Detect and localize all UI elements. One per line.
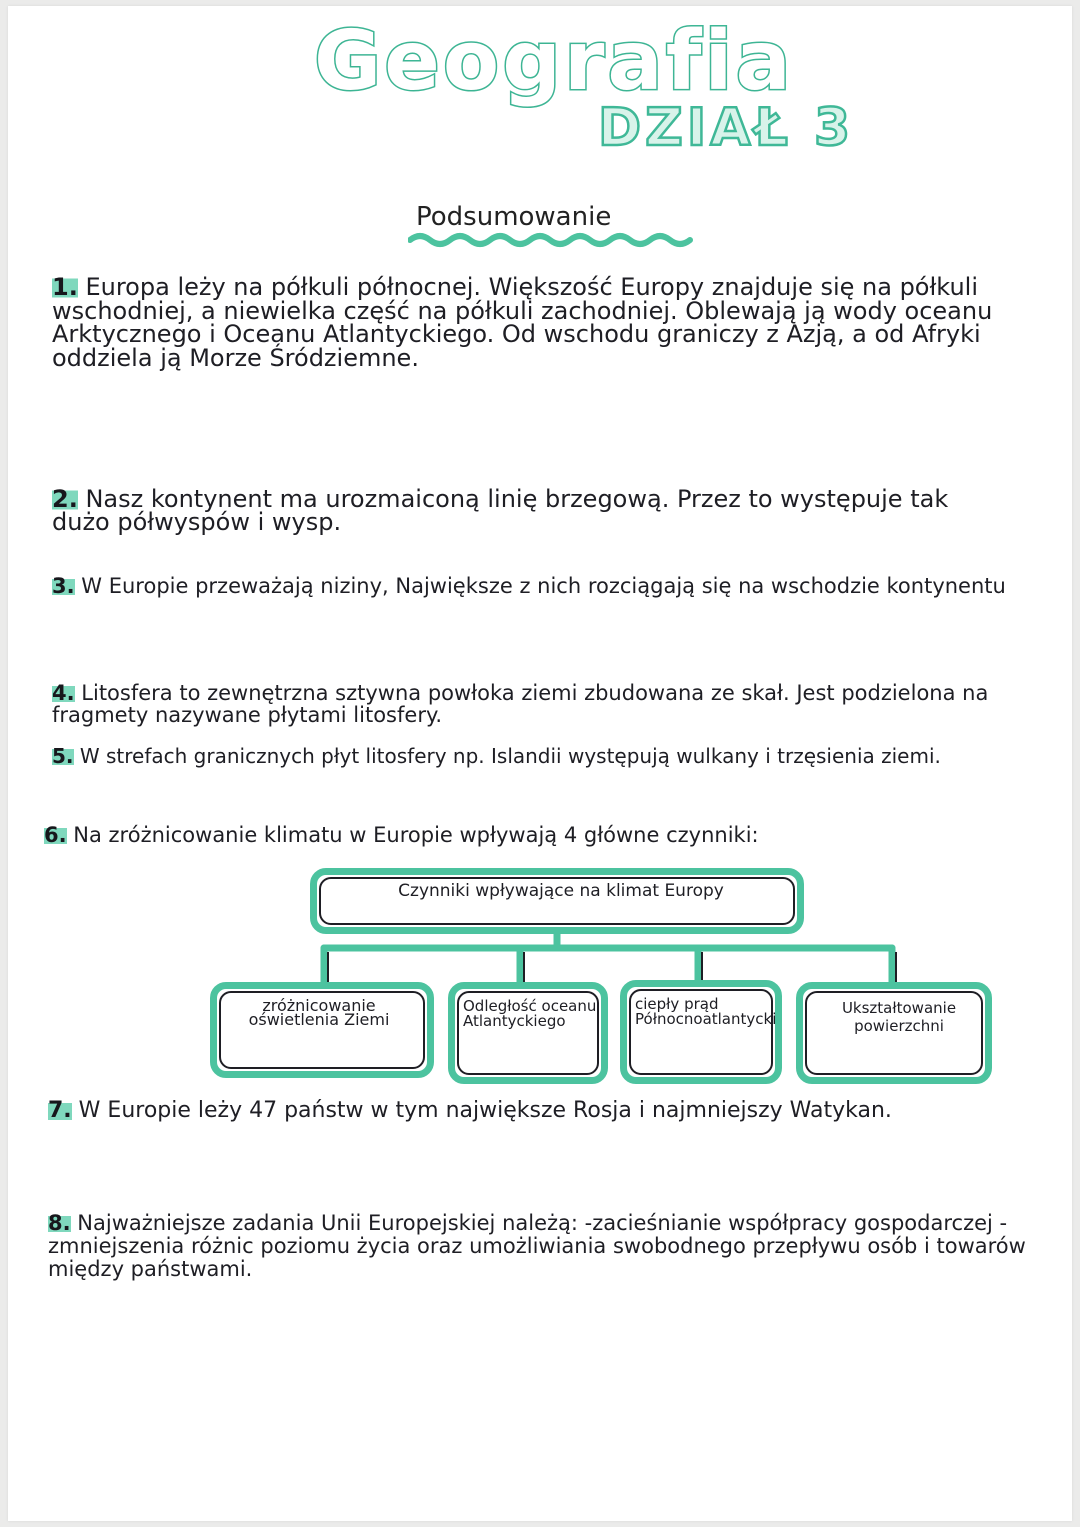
diagram-factor-label: Odległość oceanu Atlantyckiego [463,997,597,1030]
point-5: 5. W strefach granicznych płyt litosfery… [52,744,1012,768]
point-number: 7. [48,1098,72,1123]
point-text: Europa leży na półkuli północnej. Większ… [52,273,993,372]
box-outline [457,991,599,1075]
point-number: 5. [52,744,74,768]
point-number: 2. [52,485,78,513]
point-text: W Europie przeważają niziny, Największe … [81,574,1006,598]
page-title: Geografia [313,13,794,111]
diagram-factor-label: ciepły prąd Północnoatlantycki [635,995,777,1028]
point-6: 6. Na zróżnicowanie klimatu w Europie wp… [44,823,1054,847]
diagram-root-box: Czynniki wpływające na klimat Europy [310,868,804,934]
point-text: W Europie leży 47 państw w tym największ… [78,1098,892,1123]
box-outline [805,991,983,1075]
notebook-page: Geografia DZIAŁ 3 Podsumowanie 1. Europa… [8,6,1072,1521]
page-subtitle: DZIAŁ 3 [597,97,855,160]
diagram-root-label: Czynniki wpływające na klimat Europy [398,881,724,901]
diagram-factor-box: ciepły prąd Północnoatlantycki [620,980,782,1084]
point-8: 8. Najważniejsze zadania Unii Europejski… [48,1211,1038,1281]
diagram-factor-label: zróżnicowanie oświetlenia Ziemi [248,996,390,1029]
point-4: 4. Litosfera to zewnętrzna sztywna powło… [52,681,1042,727]
point-text: Najważniejsze zadania Unii Europejskiej … [48,1211,1026,1281]
box-outline [219,991,425,1069]
point-number: 4. [52,681,75,705]
point-1: 1. Europa leży na półkuli północnej. Wię… [52,273,1052,372]
box-outline [629,989,773,1075]
point-3: 3. W Europie przeważają niziny, Najwięks… [52,574,1042,598]
point-number: 6. [44,823,67,847]
point-7: 7. W Europie leży 47 państw w tym najwię… [48,1098,1008,1123]
point-text: Nasz kontynent ma urozmaiconą linię brze… [52,485,949,536]
point-number: 8. [48,1211,71,1235]
point-number: 3. [52,574,75,598]
diagram-factor-box: Ukształtowanie powierzchni [796,982,992,1084]
box-outline [319,877,795,925]
point-2: 2. Nasz kontynent ma urozmaiconą linię b… [52,485,992,536]
diagram-factor-box: Odległość oceanu Atlantyckiego [448,982,608,1084]
diagram-factor-box: zróżnicowanie oświetlenia Ziemi [210,982,434,1078]
point-number: 1. [52,273,78,301]
point-text: W strefach granicznych płyt litosfery np… [79,744,941,768]
point-text: Na zróżnicowanie klimatu w Europie wpływ… [73,823,759,847]
wavy-underline [408,233,693,247]
diagram-factor-label: Ukształtowanie powierzchni [841,999,957,1035]
point-text: Litosfera to zewnętrzna sztywna powłoka … [52,681,989,727]
section-heading: Podsumowanie [416,202,612,232]
